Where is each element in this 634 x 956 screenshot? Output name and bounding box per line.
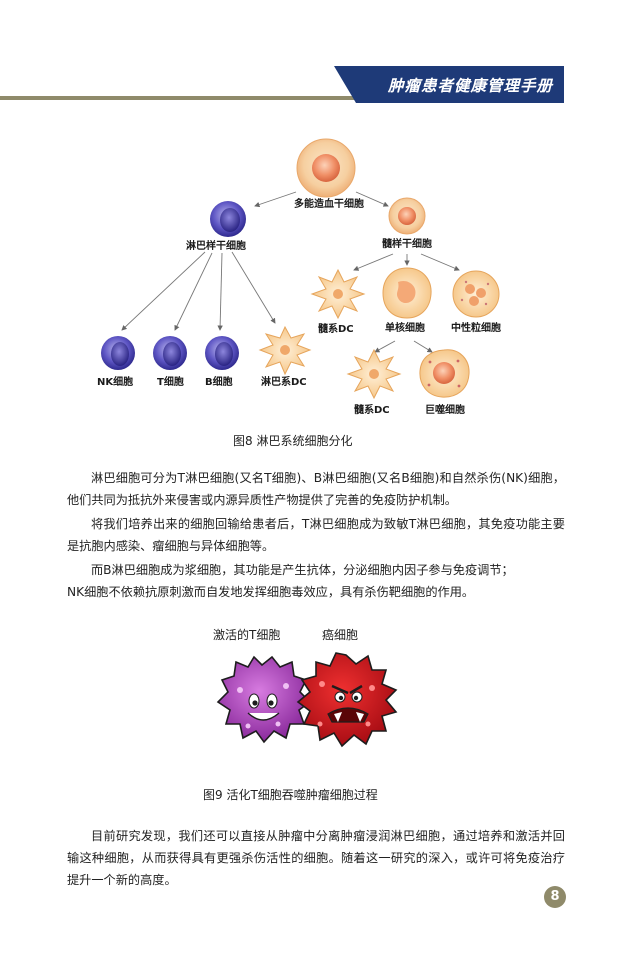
- header-band: [334, 66, 564, 103]
- t-cell-icon: [153, 336, 187, 370]
- label-activated-t-cell: 激活的T细胞: [213, 628, 281, 642]
- activated-t-cell-icon: [216, 655, 312, 744]
- myeloid-dc-icon: [310, 268, 366, 320]
- label-macrophage: 巨噬细胞: [425, 405, 465, 416]
- header-title: 肿瘤患者健康管理手册: [388, 77, 554, 95]
- label-b-cell: B细胞: [205, 377, 233, 388]
- label-myeloid-dc: 髓系DC: [318, 324, 354, 335]
- lymphoid-stem-cell-icon: [210, 201, 246, 237]
- label-monocyte: 单核细胞: [385, 323, 425, 334]
- b-cell-icon: [205, 336, 239, 370]
- label-myeloid-dc-2: 髓系DC: [354, 405, 390, 416]
- stem-cell-icon: [296, 138, 356, 198]
- header-rule: [0, 96, 372, 100]
- myeloid-stem-cell-icon: [388, 197, 426, 235]
- figure-8-caption: 图8 淋巴系统细胞分化: [233, 434, 353, 448]
- paragraph-5: 目前研究发现，我们还可以直接从肿瘤中分离肿瘤浸润淋巴细胞，通过培养和激活并回输这…: [67, 829, 565, 887]
- monocyte-icon: [382, 267, 432, 319]
- paragraph-4: NK细胞不依赖抗原刺激而自发地发挥细胞毒效应，具有杀伤靶细胞的作用。: [67, 585, 475, 599]
- myeloid-dc-2-icon: [346, 348, 402, 400]
- figure-9-caption: 图9 活化T细胞吞噬肿瘤细胞过程: [203, 788, 378, 802]
- differentiation-arrows: [121, 191, 460, 353]
- label-neutrophil: 中性粒细胞: [451, 323, 501, 334]
- label-nk-cell: NK细胞: [97, 377, 134, 388]
- cancer-cell-icon: [296, 652, 398, 748]
- label-t-cell: T细胞: [157, 377, 184, 388]
- macrophage-icon: [419, 349, 470, 398]
- nk-cell-icon: [101, 336, 135, 370]
- lymphoid-dc-icon: [258, 325, 312, 376]
- paragraph-3: 而B淋巴细胞成为浆细胞，其功能是产生抗体，分泌细胞内因子参与免疫调节；: [91, 563, 514, 577]
- paragraph-1: 淋巴细胞可分为T淋巴细胞(又名T细胞)、B淋巴细胞(又名B细胞)和自然杀伤(NK…: [67, 471, 565, 507]
- label-myeloid-stem: 髓样干细胞: [382, 239, 432, 250]
- label-stem-cell: 多能造血干细胞: [294, 199, 364, 210]
- neutrophil-icon: [452, 270, 500, 318]
- paragraph-2: 将我们培养出来的细胞回输给患者后，T淋巴细胞成为致敏T淋巴细胞，其免疫功能主要是…: [67, 517, 565, 553]
- page-number: 8: [544, 886, 566, 908]
- label-cancer-cell: 癌细胞: [322, 628, 359, 642]
- label-lymphoid-stem: 淋巴样干细胞: [186, 241, 246, 252]
- label-lymphoid-dc: 淋巴系DC: [261, 377, 307, 388]
